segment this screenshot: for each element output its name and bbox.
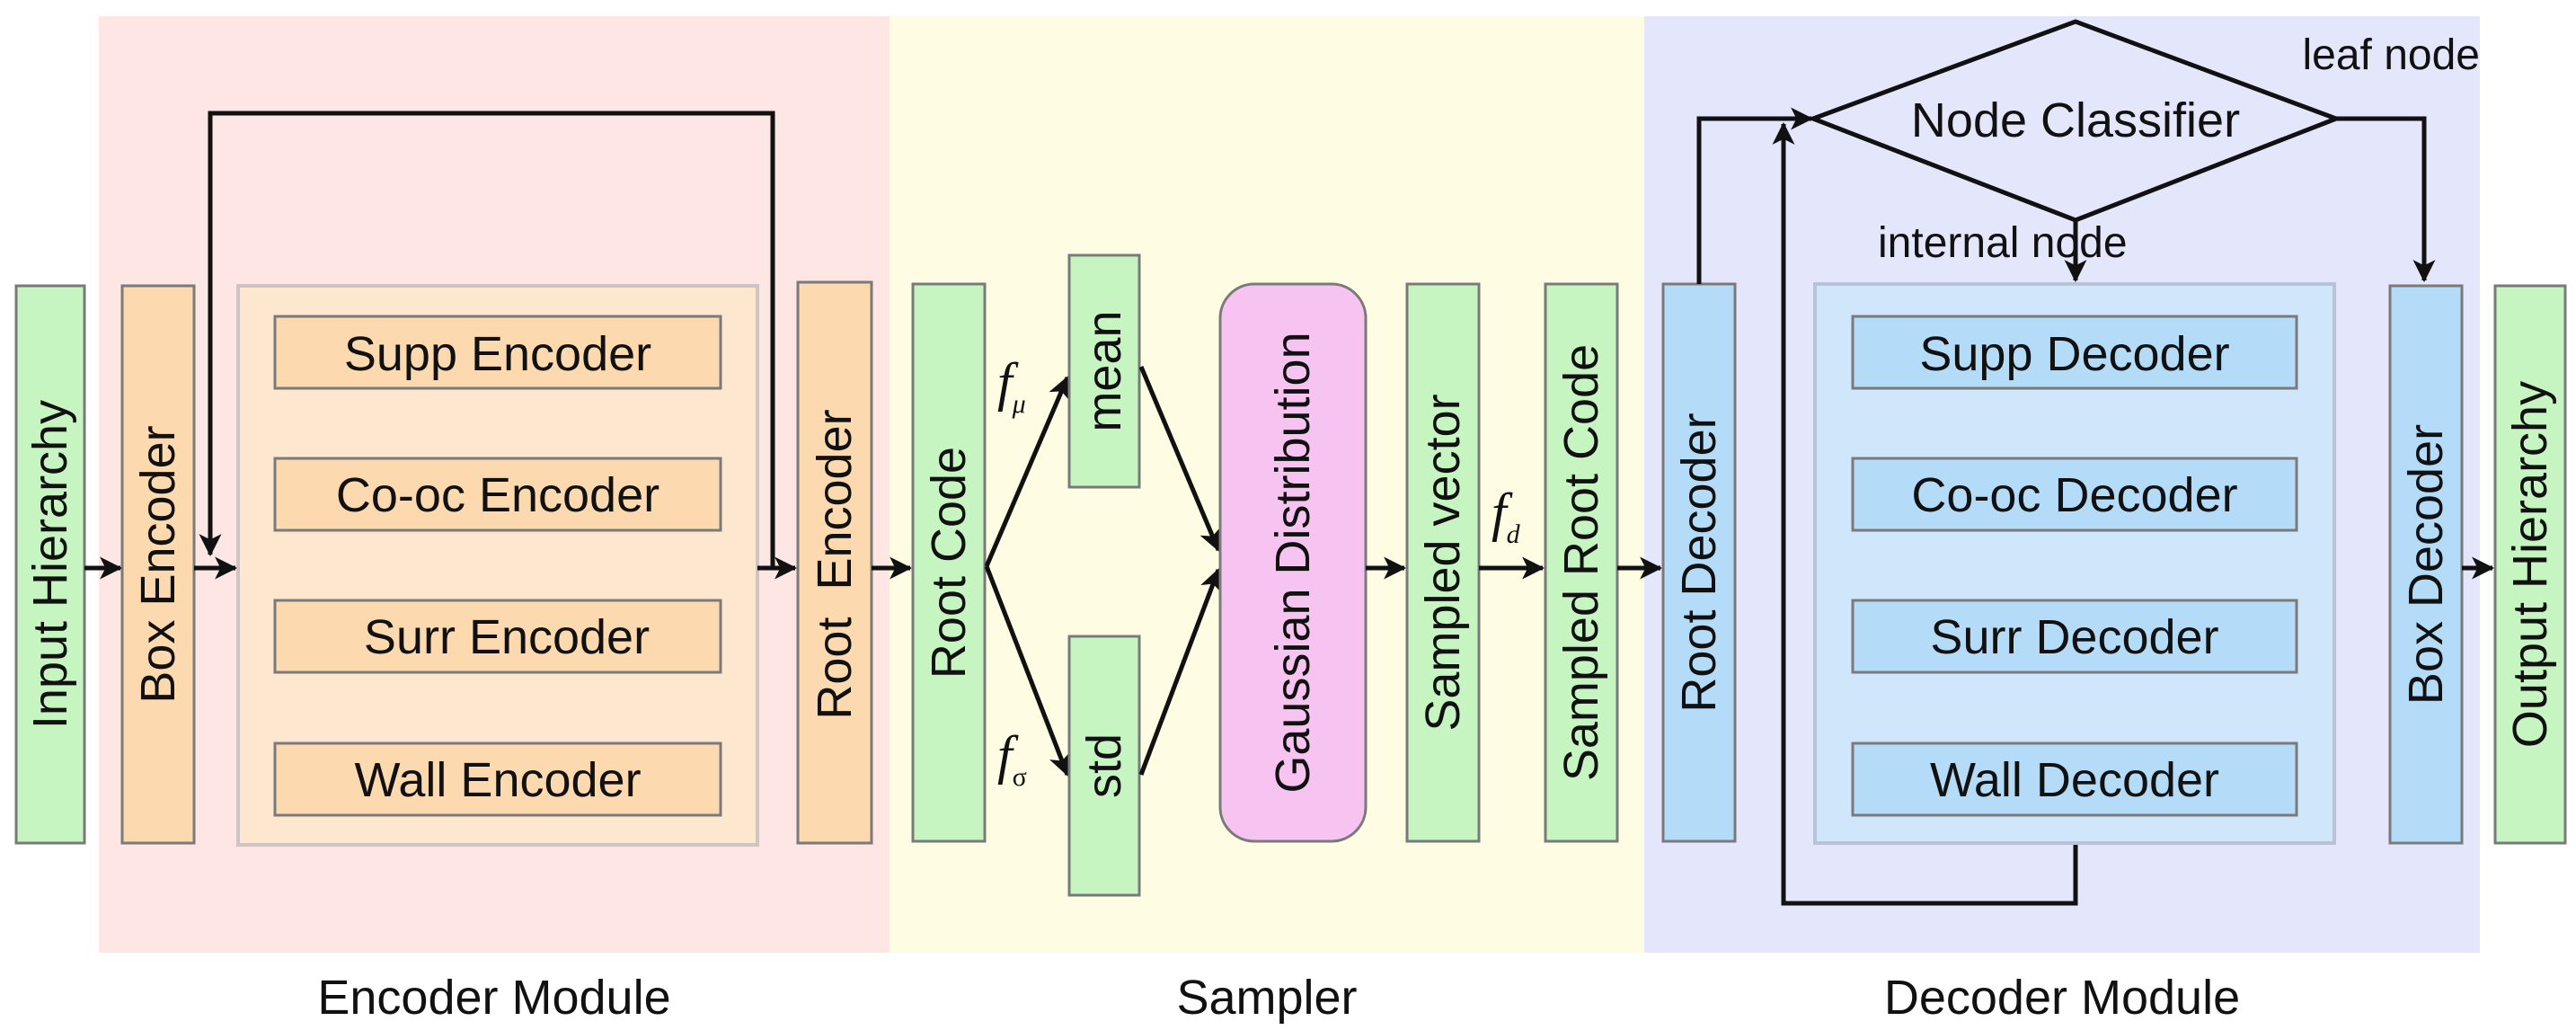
sampled-root-code-box	[1544, 282, 1619, 843]
co-oc-encoder-box	[273, 457, 722, 532]
supp-decoder-label: Supp Decoder	[1919, 327, 2229, 381]
root-encoder-label: Root Encoder	[808, 409, 862, 719]
arrow-to-std	[984, 565, 1071, 777]
surr-decoder-box	[1851, 599, 2298, 674]
box-decoder-box	[2388, 284, 2464, 845]
leaf-node-label: leaf node	[2302, 31, 2480, 79]
gaussian-distribution-label: Gaussian Distribution	[1266, 332, 1320, 793]
box-encoder-label: Box Encoder	[131, 425, 185, 703]
wall-encoder-label: Wall Encoder	[354, 753, 641, 807]
std-box	[1067, 635, 1141, 897]
co-oc-decoder-box	[1851, 457, 2298, 532]
output-hierarchy-label: Output Hierarchy	[2503, 381, 2557, 748]
input-hierarchy-box	[14, 284, 86, 845]
supp-encoder-box	[273, 315, 722, 390]
recursion-wire-decoder	[1772, 121, 2078, 906]
box-decoder-label: Box Decoder	[2399, 424, 2453, 705]
decoder-module-label: Decoder Module	[1884, 971, 2240, 1025]
wall-decoder-label: Wall Decoder	[1930, 753, 2219, 807]
encoder-module-label: Encoder Module	[317, 971, 670, 1025]
supp-decoder-box	[1851, 315, 2298, 390]
wall-encoder-box	[273, 741, 722, 817]
co-oc-encoder-label: Co-oc Encoder	[336, 468, 659, 522]
surr-encoder-box	[273, 599, 722, 674]
internal-node-label: internal node	[1878, 219, 2128, 267]
output-hierarchy-box	[2493, 284, 2567, 845]
root-encoder-box	[796, 280, 873, 845]
surr-decoder-label: Surr Decoder	[1930, 610, 2218, 664]
root-code-box	[911, 282, 987, 843]
sampled-root-code-label: Sampled Root Code	[1554, 344, 1608, 781]
supp-encoder-label: Supp Encoder	[344, 327, 651, 381]
arrow-classifier-leaf	[2336, 116, 2436, 283]
std-label: std	[1077, 733, 1131, 798]
arrow-to-mean	[984, 376, 1070, 567]
mean-label: mean	[1077, 310, 1131, 431]
root-code-label: Root Code	[922, 447, 976, 679]
recursion-wire-encoder	[199, 111, 775, 568]
arrow-root-decoder-to-classifier	[1696, 107, 1814, 284]
root-decoder-label: Root Decoder	[1672, 413, 1726, 712]
input-hierarchy-label: Input Hierarchy	[23, 400, 77, 729]
sampled-vector-box	[1405, 282, 1481, 843]
gaussian-distribution-box	[1218, 282, 1368, 843]
wall-decoder-box	[1851, 741, 2298, 817]
surr-encoder-label: Surr Encoder	[364, 610, 650, 664]
sampler-module-label: Sampler	[1176, 971, 1357, 1025]
mean-box	[1067, 253, 1141, 489]
arrow-mean-to-gaussian	[1138, 366, 1221, 552]
co-oc-decoder-label: Co-oc Decoder	[1911, 468, 2237, 522]
node-classifier-label: Node Classifier	[1911, 93, 2240, 147]
arrow-std-to-gaussian	[1138, 568, 1222, 776]
sampled-vector-label: Sampled vector	[1416, 394, 1470, 731]
